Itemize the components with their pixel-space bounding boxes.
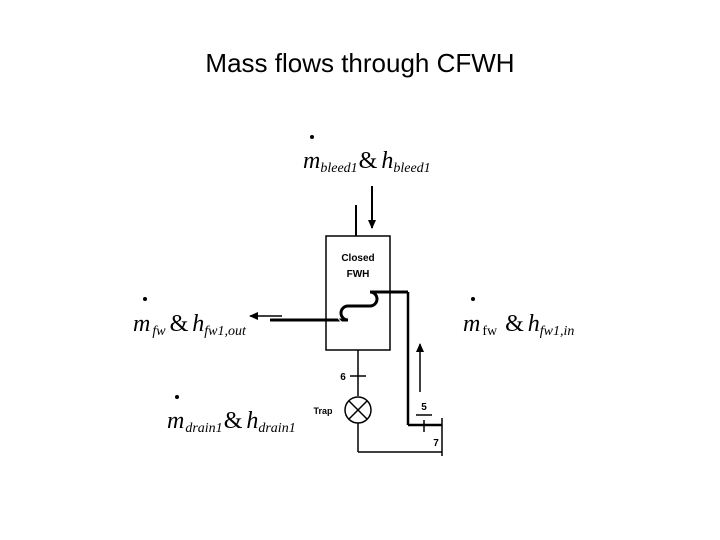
svg-text:mbleed1&hbleed1: mbleed1&hbleed1 (303, 148, 431, 176)
drain-amp: & (224, 408, 243, 434)
fw-out-amp: & (170, 311, 189, 337)
bleed-flow-label: mbleed1&hbleed1 (303, 135, 431, 176)
drain-m-symbol: m (167, 408, 184, 434)
fw-out-m-subscript: fw (152, 324, 166, 339)
fw-in-amp: & (505, 311, 524, 337)
fw-in-m-symbol: m (463, 311, 480, 337)
bleed-m-symbol: m (303, 148, 320, 174)
slide-title: Mass flows through CFWH (205, 48, 515, 78)
bleed-mass-flow-dot (310, 135, 314, 139)
bleed-amp: & (359, 148, 378, 174)
bleed-h-symbol: h (381, 148, 393, 174)
bleed-h-subscript: bleed1 (393, 161, 430, 176)
fw-in-m-subscript: fw (482, 324, 498, 339)
fw-in-h-subscript: fw1,in (540, 324, 575, 339)
drain-mass-flow-dot (175, 395, 179, 399)
trap-label: Trap (313, 406, 333, 416)
drain-flow-label: mdrain1&hdrain1 (167, 395, 296, 436)
feedwater-coil-inner (336, 295, 374, 325)
drain-h-subscript: drain1 (258, 421, 295, 436)
heater-label-closed: Closed (341, 253, 374, 264)
drain-h-symbol: h (246, 408, 258, 434)
heater-label-fwh: FWH (347, 269, 370, 280)
drain-m-subscript: drain1 (185, 421, 222, 436)
state-5-label: 5 (421, 402, 427, 413)
svg-text:mfw&hfw1,out: mfw&hfw1,out (133, 311, 247, 339)
feedwater-coil (270, 290, 408, 322)
fw-out-h-symbol: h (192, 311, 204, 337)
svg-text:mfw&hfw1,in: mfw&hfw1,in (463, 311, 574, 339)
svg-text:mdrain1&hdrain1: mdrain1&hdrain1 (167, 408, 296, 436)
state-7-label: 7 (433, 438, 439, 449)
fw-out-mass-flow-dot (143, 297, 147, 301)
state-6-label: 6 (340, 372, 346, 383)
fw-in-mass-flow-dot (471, 297, 475, 301)
fw-in-h-symbol: h (528, 311, 540, 337)
bleed-m-subscript: bleed1 (320, 161, 357, 176)
trap-valve-cross-b (348, 400, 368, 420)
fw-out-h-subscript: fw1,out (204, 324, 247, 339)
fw-out-m-symbol: m (133, 311, 150, 337)
